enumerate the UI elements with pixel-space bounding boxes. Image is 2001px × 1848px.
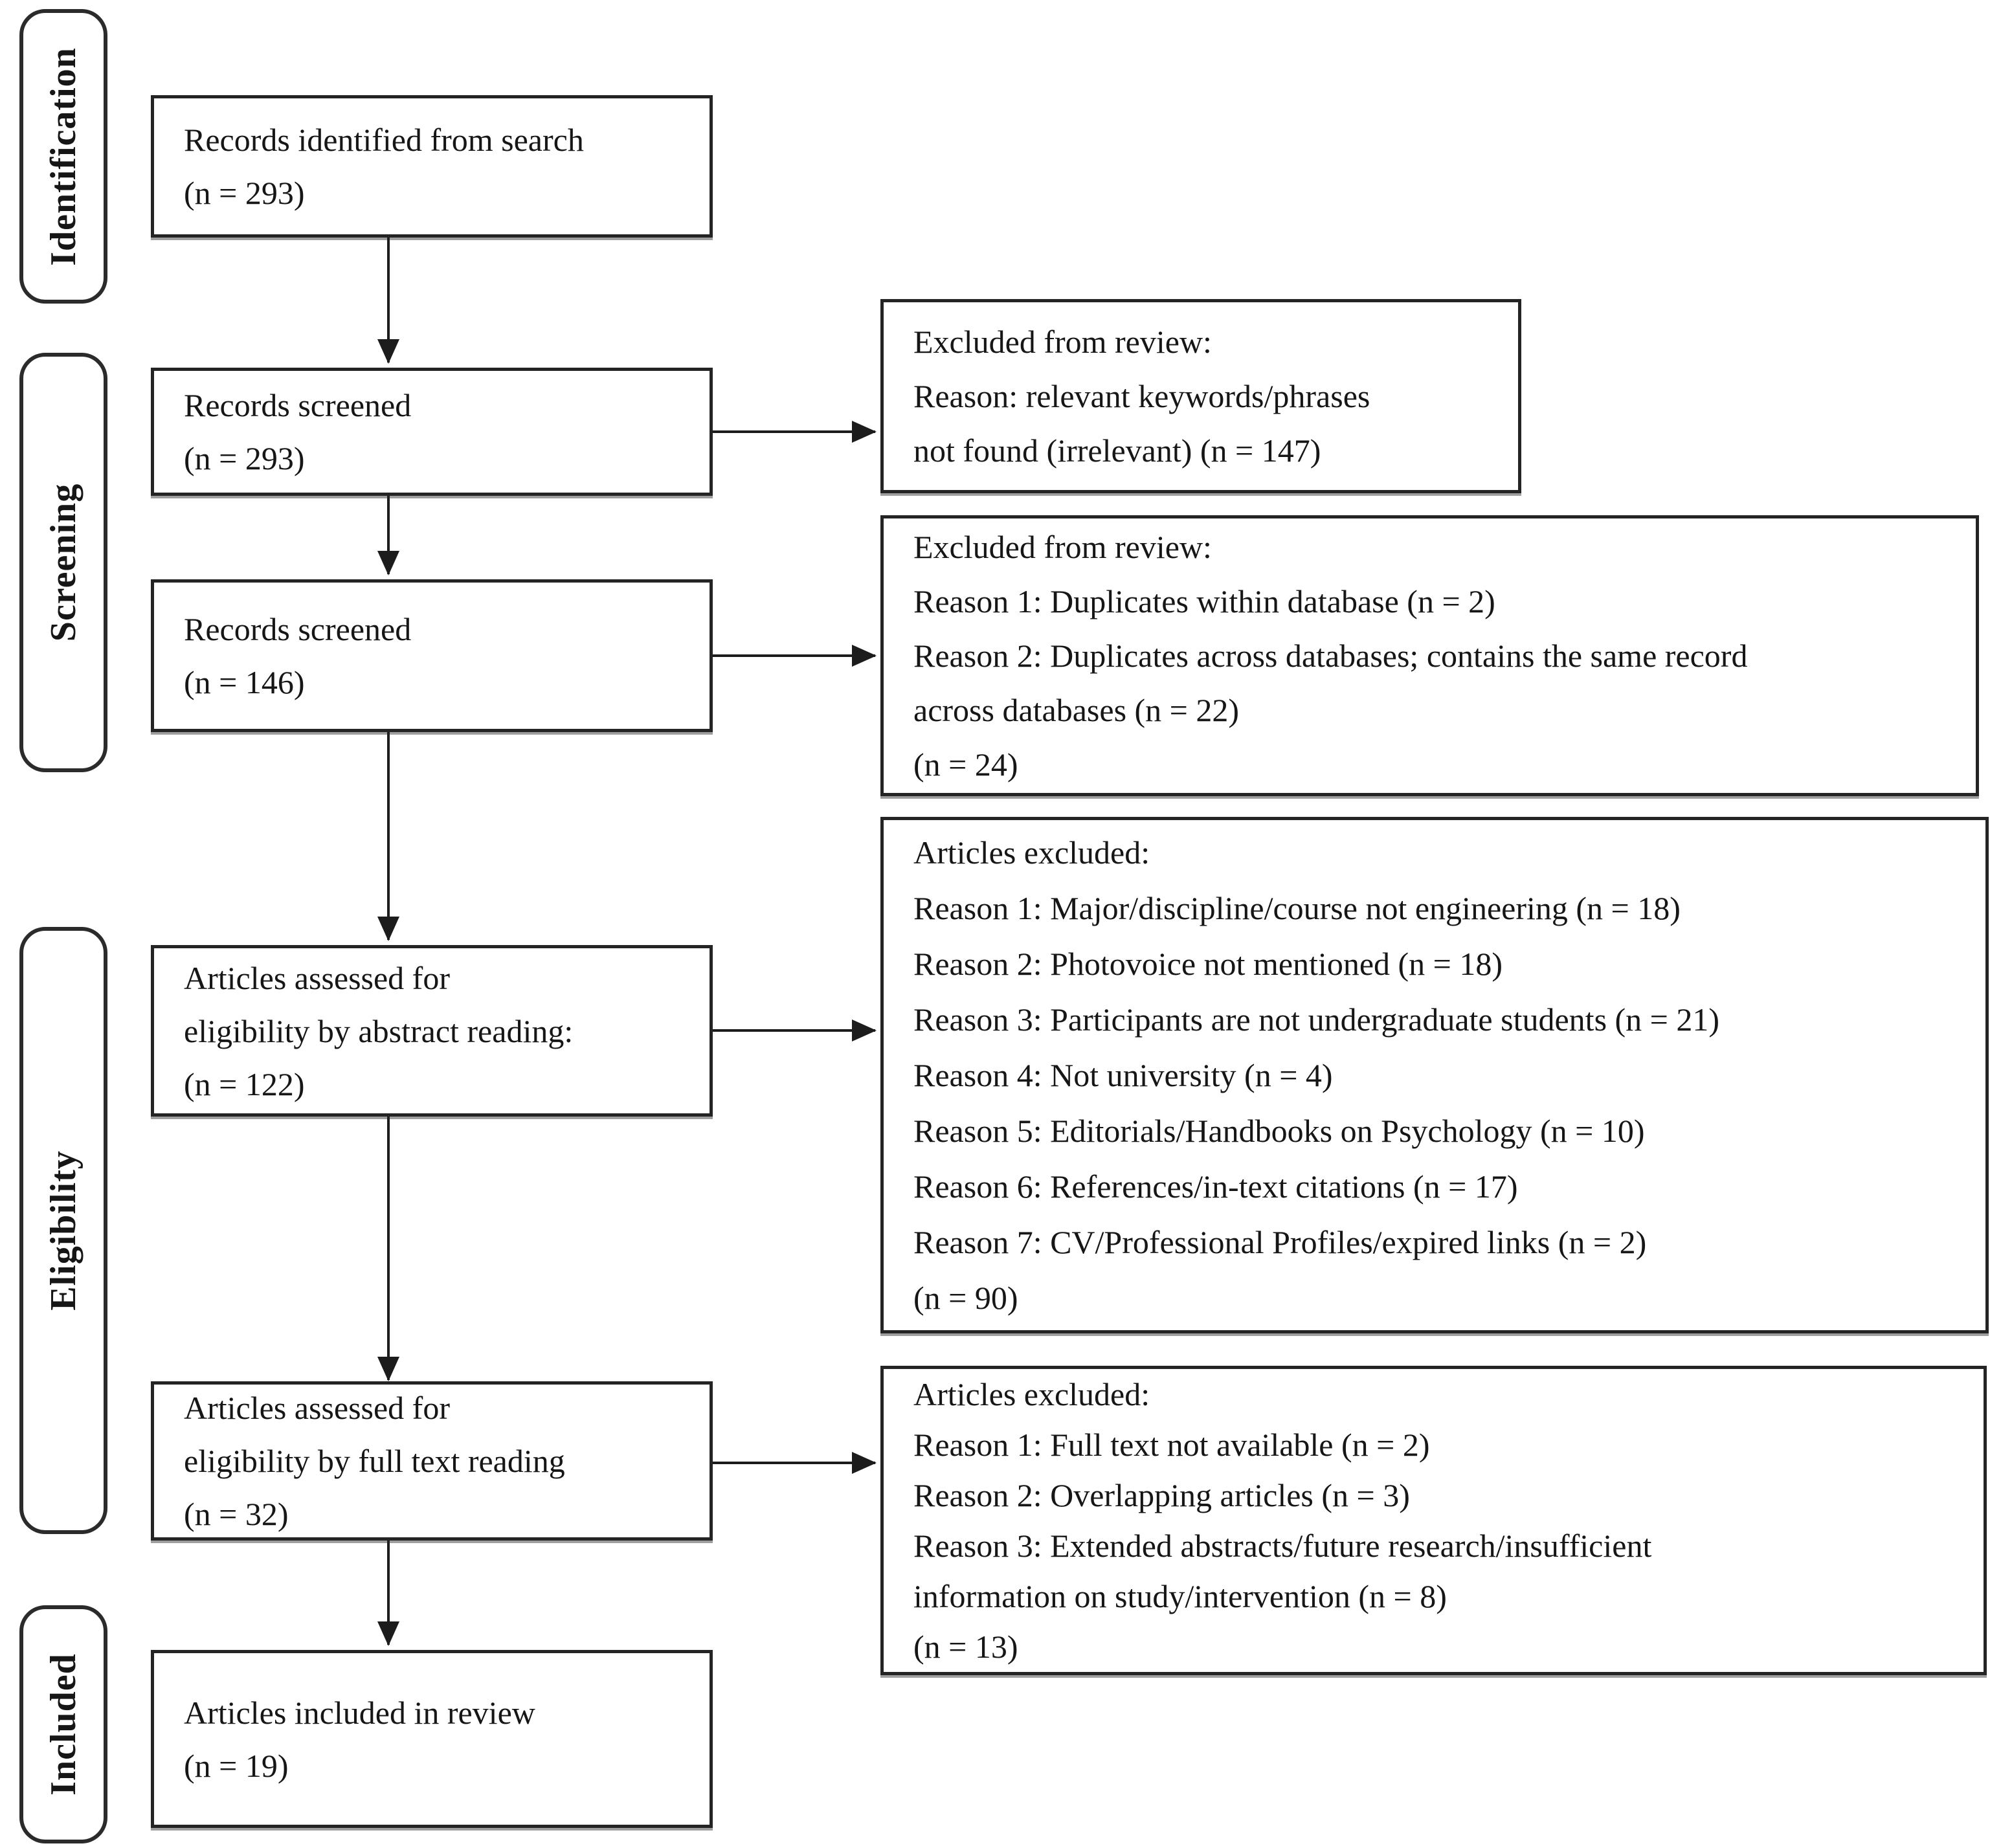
text-line: information on study/intervention (n = 8… (913, 1578, 1447, 1614)
text-line: Reason 1: Major/discipline/course not en… (913, 890, 1681, 926)
flow-box-assessed-abstract-text: Articles assessed for eligibility by abst… (154, 952, 710, 1111)
stage-eligibility-label: Eligibility (43, 1150, 84, 1311)
text-line: Articles excluded: (913, 1376, 1150, 1412)
stage-included-label: Included (43, 1653, 84, 1796)
text-line: Reason 3: Extended abstracts/future rese… (913, 1528, 1652, 1564)
text-line: Reason 2: Overlapping articles (n = 3) (913, 1477, 1410, 1513)
text-line: Records screened (184, 611, 412, 647)
stage-included: Included (19, 1605, 107, 1843)
flow-box-records-identified: Records identified from search (n = 293) (151, 95, 713, 238)
text-line: Reason 2: Photovoice not mentioned (n = … (913, 946, 1503, 982)
text-line: (n = 32) (184, 1496, 289, 1532)
exclusion-box-fulltext-stage: Articles excluded: Reason 1: Full text no… (880, 1366, 1987, 1675)
text-line: eligibility by full text reading (184, 1443, 565, 1479)
stage-identification-label: Identification (43, 47, 84, 266)
stage-identification: Identification (19, 9, 107, 304)
text-line: Reason: relevant keywords/phrases (913, 378, 1370, 414)
text-line: Excluded from review: (913, 529, 1212, 565)
text-line: Records screened (184, 387, 412, 423)
stage-eligibility: Eligibility (19, 927, 107, 1534)
text-line: Articles included in review (184, 1694, 535, 1731)
text-line: Records identified from search (184, 122, 584, 158)
exclusion-box-irrelevant-text: Excluded from review: Reason: relevant ke… (884, 315, 1518, 478)
exclusion-box-fulltext-stage-text: Articles excluded: Reason 1: Full text no… (884, 1369, 1984, 1672)
text-line: Articles assessed for (184, 1390, 450, 1426)
text-line: (n = 24) (913, 746, 1018, 783)
flow-box-records-screened-first-text: Records screened (n = 293) (154, 379, 710, 485)
text-line: Reason 6: References/in-text citations (… (913, 1168, 1518, 1205)
flow-box-assessed-fulltext: Articles assessed for eligibility by full… (151, 1381, 713, 1541)
text-line: (n = 13) (913, 1629, 1018, 1665)
exclusion-box-irrelevant: Excluded from review: Reason: relevant ke… (880, 299, 1521, 493)
stage-screening: Screening (19, 353, 107, 772)
flow-box-assessed-abstract: Articles assessed for eligibility by abst… (151, 945, 713, 1117)
exclusion-box-abstract-stage-text: Articles excluded: Reason 1: Major/discip… (884, 825, 1985, 1326)
text-line: Articles assessed for (184, 959, 450, 996)
text-line: Reason 1: Full text not available (n = 2… (913, 1427, 1430, 1463)
text-line: (n = 19) (184, 1747, 289, 1784)
exclusion-box-abstract-stage: Articles excluded: Reason 1: Major/discip… (880, 817, 1989, 1333)
exclusion-box-duplicates: Excluded from review: Reason 1: Duplicate… (880, 515, 1979, 796)
flow-box-records-screened-first: Records screened (n = 293) (151, 368, 713, 496)
text-line: (n = 122) (184, 1065, 305, 1102)
stage-screening-label: Screening (43, 483, 84, 642)
text-line: Reason 7: CV/Professional Profiles/expir… (913, 1224, 1647, 1260)
flow-box-included-review-text: Articles included in review (n = 19) (154, 1686, 710, 1792)
flow-box-records-identified-text: Records identified from search (n = 293) (154, 113, 710, 219)
flow-box-assessed-fulltext-text: Articles assessed for eligibility by full… (154, 1381, 710, 1541)
text-line: Reason 4: Not university (n = 4) (913, 1057, 1333, 1093)
flow-box-records-screened-second: Records screened (n = 146) (151, 579, 713, 732)
text-line: (n = 293) (184, 440, 305, 476)
text-line: eligibility by abstract reading: (184, 1012, 574, 1049)
flow-box-included-review: Articles included in review (n = 19) (151, 1650, 713, 1828)
flow-box-records-screened-second-text: Records screened (n = 146) (154, 603, 710, 709)
text-line: not found (irrelevant) (n = 147) (913, 432, 1321, 469)
text-line: across databases (n = 22) (913, 692, 1240, 728)
text-line: Reason 1: Duplicates within database (n … (913, 583, 1495, 619)
text-line: (n = 90) (913, 1280, 1018, 1316)
text-line: (n = 293) (184, 175, 305, 211)
text-line: (n = 146) (184, 664, 305, 700)
text-line: Reason 2: Duplicates across databases; c… (913, 638, 1748, 674)
text-line: Reason 3: Participants are not undergrad… (913, 1001, 1720, 1038)
text-line: Reason 5: Editorials/Handbooks on Psycho… (913, 1113, 1645, 1149)
exclusion-box-duplicates-text: Excluded from review: Reason 1: Duplicate… (884, 520, 1976, 792)
text-line: Excluded from review: (913, 324, 1212, 360)
text-line: Articles excluded: (913, 834, 1150, 871)
